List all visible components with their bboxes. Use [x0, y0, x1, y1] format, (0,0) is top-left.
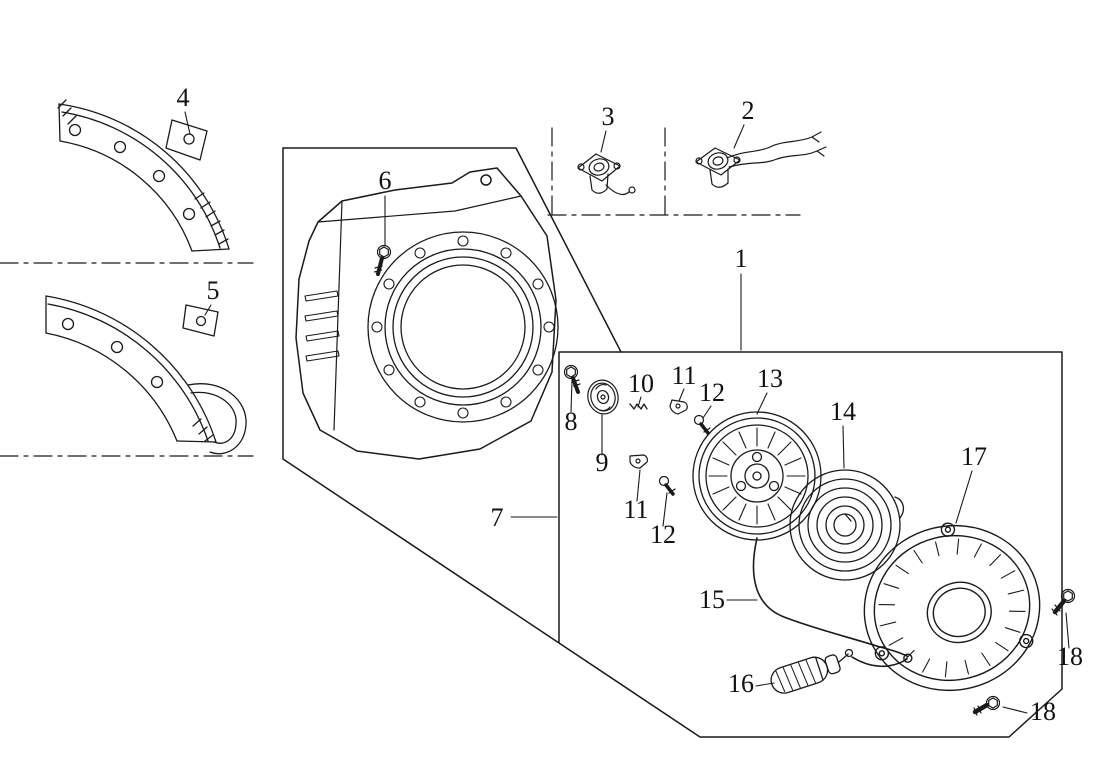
group-outline	[282, 147, 1063, 738]
callout-leader-lines	[184, 111, 1070, 714]
part-pawl-11a	[669, 399, 688, 415]
part-screw-12b	[658, 475, 676, 496]
callout-16: 16	[728, 669, 754, 698]
part-bolt-18b	[972, 695, 1001, 716]
callout-2: 2	[742, 96, 755, 125]
part-fan-cover	[295, 167, 559, 460]
callout-12a: 12	[699, 378, 725, 407]
part-ratchet-plate-9	[587, 379, 619, 415]
callout-7: 7	[491, 503, 504, 532]
section-border-lines	[0, 127, 801, 457]
part-pawl-11b	[629, 454, 649, 469]
callout-11a: 11	[671, 361, 696, 390]
callout-18a: 18	[1057, 642, 1083, 671]
part-lower-flange-5	[45, 295, 247, 455]
part-bolt-18a	[1051, 588, 1076, 616]
callout-10: 10	[628, 369, 654, 398]
callout-3: 3	[602, 102, 615, 131]
part-spiral-spring-14	[789, 469, 905, 581]
callout-17: 17	[961, 442, 987, 471]
callout-1: 1	[735, 244, 748, 273]
callout-15: 15	[699, 585, 725, 614]
callout-18b: 18	[1030, 697, 1056, 726]
part-starter-rope-15	[752, 537, 908, 668]
callout-4: 4	[177, 83, 190, 112]
part-oil-switch-3	[577, 153, 636, 195]
callout-8: 8	[565, 407, 578, 436]
callout-12b: 12	[650, 520, 676, 549]
callout-5: 5	[207, 276, 220, 305]
part-spring-10	[629, 403, 648, 410]
part-engine-switch-2	[695, 131, 827, 188]
callout-6: 6	[379, 166, 392, 195]
part-screw-12a	[693, 414, 711, 435]
part-starter-pulley-13	[692, 411, 822, 541]
callout-13: 13	[757, 364, 783, 393]
callout-14: 14	[830, 397, 856, 426]
part-starter-grip-16	[770, 653, 849, 694]
callout-labels: 4 5 6 3 2 1 7 8 9 10 11 12 13 14 11 12 1…	[177, 83, 1084, 726]
callout-9: 9	[596, 448, 609, 477]
part-bolt-8	[563, 364, 581, 394]
part-recoil-case-17	[863, 522, 1041, 692]
part-bolt-6	[373, 244, 392, 276]
callout-11b: 11	[623, 495, 648, 524]
part-upper-flange-4	[57, 99, 230, 252]
